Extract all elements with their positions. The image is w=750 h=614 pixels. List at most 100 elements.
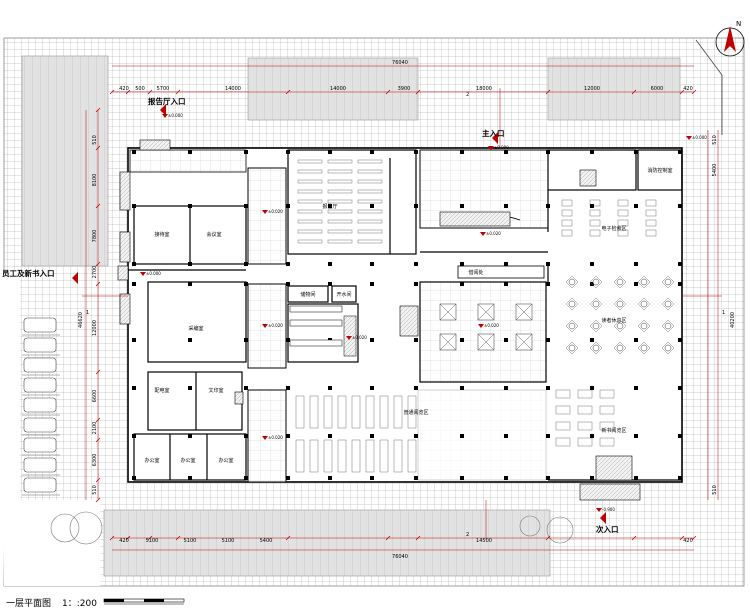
column [328, 150, 332, 154]
dim-bottom-seg: 5100 [146, 538, 159, 544]
lounge-table [664, 344, 672, 352]
column [504, 338, 508, 342]
seat-row [327, 169, 353, 174]
reading-table [599, 389, 615, 399]
column [286, 204, 290, 208]
seat-row [357, 239, 383, 244]
elevation-room: ±0.020 [268, 323, 283, 328]
parked-car [23, 357, 57, 373]
dimension-tick [631, 535, 637, 541]
column [286, 386, 290, 390]
dimension-tick [631, 89, 637, 95]
column [370, 434, 374, 438]
dimension-tick [415, 89, 421, 95]
seat-row [327, 179, 353, 184]
lounge-table [616, 278, 624, 286]
parked-car [23, 317, 57, 333]
dimension-tick [95, 145, 101, 151]
reading-table [351, 395, 361, 429]
room-meeting: 会议室 [206, 231, 221, 238]
dim-top-seg: 5700 [157, 86, 170, 92]
column [328, 282, 332, 286]
dimension-tick [679, 89, 685, 95]
seat-row [357, 199, 383, 204]
seat-row [297, 229, 323, 234]
reading-tables [295, 199, 657, 473]
column [286, 262, 290, 266]
dim-left-seg: 2700 [92, 266, 98, 279]
parked-car [23, 437, 57, 453]
elevation-lecture: ±0.000 [168, 113, 183, 118]
dimension-tick [95, 281, 101, 287]
elevation-room: ±0.000 [692, 135, 707, 140]
room-cataloguing: 采编室 [188, 325, 203, 332]
column [188, 476, 192, 480]
dim-top-seg: 500 [135, 86, 145, 92]
reading-table [577, 421, 593, 431]
entrance-staff: 员工及新书入口 [2, 268, 55, 278]
column [634, 434, 638, 438]
column [546, 204, 550, 208]
search-desk [645, 199, 657, 207]
lounge-chair [589, 275, 603, 289]
lounge-chairs [565, 275, 675, 355]
lounge-chair [613, 341, 627, 355]
lounge-chair [613, 319, 627, 333]
dimension-tick [125, 89, 131, 95]
search-desk [617, 229, 629, 237]
reading-table [323, 395, 333, 429]
column [504, 282, 508, 286]
lounge-table [640, 278, 648, 286]
elevation-secondary: -0.900 [602, 507, 615, 512]
lounge-chair [637, 341, 651, 355]
reading-table [393, 439, 403, 473]
dimension-tick [175, 535, 181, 541]
column [188, 434, 192, 438]
reading-table [577, 389, 593, 399]
lounge-chair [661, 297, 675, 311]
landscape-strips [21, 55, 681, 577]
column [414, 150, 418, 154]
lounge-chair [637, 275, 651, 289]
lounge-chair [589, 341, 603, 355]
reading-table [555, 421, 571, 431]
dim-top-seg: 14000 [330, 86, 346, 92]
atrium-seat-mark [477, 303, 495, 321]
search-desk [645, 229, 657, 237]
entry-arrow-icon [600, 512, 606, 524]
column [678, 282, 682, 286]
seat-row [357, 159, 383, 164]
dim-left-seg: 7800 [92, 230, 98, 243]
entrance-lecture-hall: 报告厅入口 [148, 96, 186, 106]
section-mark: 1 [86, 310, 89, 316]
dimension-tick [95, 261, 101, 267]
lounge-chair [589, 319, 603, 333]
lounge-chair [589, 297, 603, 311]
seat-row [327, 189, 353, 194]
reading-table [555, 405, 571, 415]
lounge-chair [565, 341, 579, 355]
seat-row [327, 159, 353, 164]
north-arrow-icon: N [715, 20, 745, 57]
dimension-tick [109, 89, 115, 95]
entry-arrow-icon [160, 104, 166, 116]
elevation-icon [140, 272, 146, 276]
column [370, 386, 374, 390]
reading-table [393, 395, 403, 429]
elevation-main: ±0.000 [494, 145, 509, 150]
dimension-tick [95, 107, 101, 113]
room-water: 开水间 [336, 291, 351, 298]
seat-row [327, 229, 353, 234]
entrance-main: 主入口 [482, 128, 505, 138]
search-desk [589, 209, 601, 217]
column [546, 434, 550, 438]
elevation-icon [478, 324, 484, 328]
dim-top-seg: 3900 [398, 86, 411, 92]
column [634, 338, 638, 342]
elevation-icon [346, 336, 352, 340]
column [328, 204, 332, 208]
column [460, 476, 464, 480]
entry-arrow-icon [492, 132, 498, 144]
column [414, 262, 418, 266]
dimension-labels: 76040 76040 420 500 5700 14000 14000 390… [78, 60, 736, 560]
